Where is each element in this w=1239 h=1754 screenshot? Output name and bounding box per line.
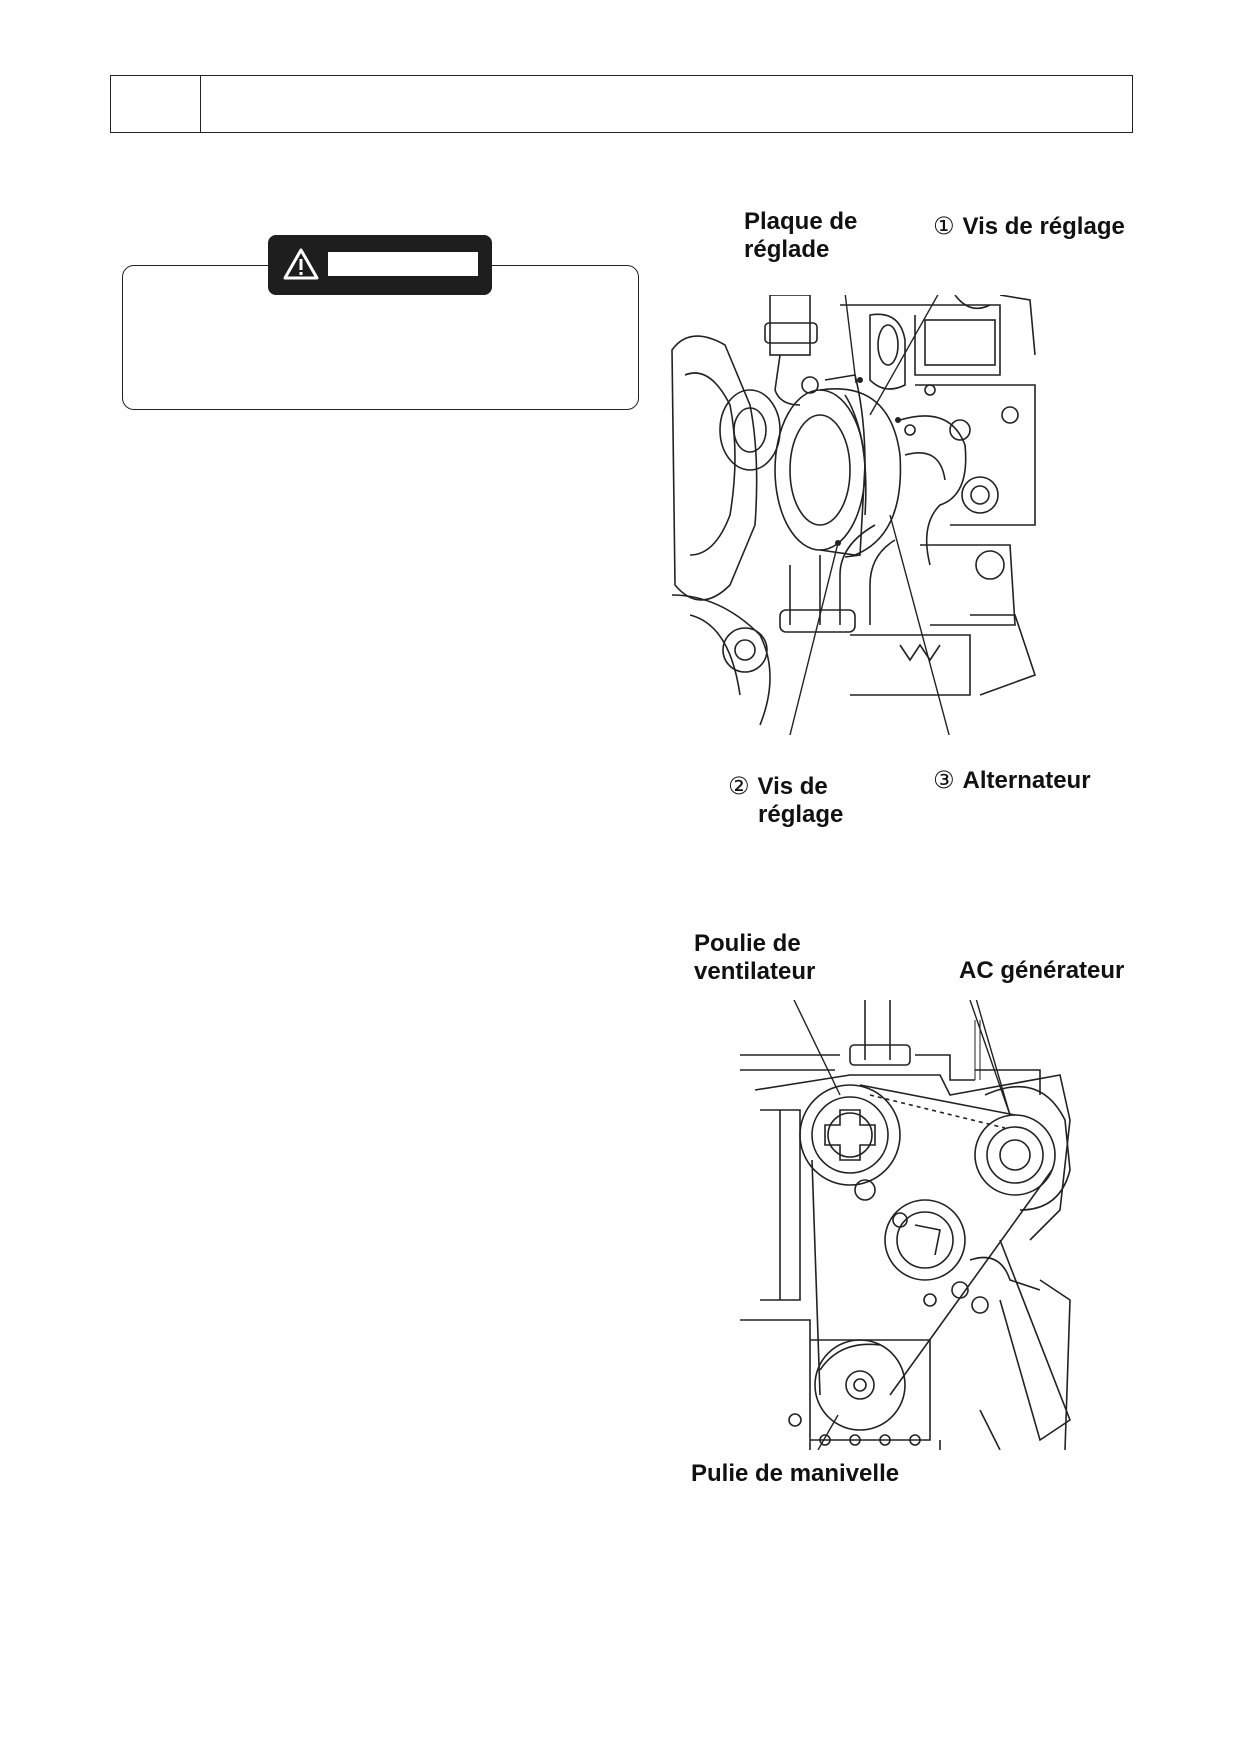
label-poulie-line2: ventilateur bbox=[694, 958, 816, 985]
label-alternateur: ③ Alternateur bbox=[933, 766, 1091, 795]
label-poulie-line1: Poulie de bbox=[694, 930, 801, 957]
label-vis1-text: Vis de réglage bbox=[962, 213, 1125, 240]
warning-label-field bbox=[328, 252, 478, 276]
belt-drive-illustration bbox=[740, 1000, 1071, 1450]
callout-number-1: ① bbox=[933, 212, 955, 240]
label-plaque-de-reglade: Plaque de réglade bbox=[744, 208, 857, 264]
header-section-cell bbox=[111, 76, 201, 132]
label-alt-text: Alternateur bbox=[962, 767, 1091, 794]
label-pulie-de-manivelle: Pulie de manivelle bbox=[691, 1460, 900, 1487]
label-ac-generateur: AC générateur bbox=[959, 957, 1125, 984]
label-vis-de-reglage-2: ② Vis de réglage bbox=[728, 772, 843, 829]
label-plaque-line2: réglade bbox=[744, 236, 830, 263]
warning-triangle-icon bbox=[283, 248, 319, 280]
label-vis2-line1: Vis de bbox=[757, 773, 828, 800]
warning-badge bbox=[268, 235, 492, 295]
alternator-illustration bbox=[671, 295, 1037, 735]
label-plaque-line1: Plaque de bbox=[744, 208, 858, 235]
callout-number-2: ② bbox=[728, 772, 750, 800]
label-vis2-line2: réglage bbox=[758, 801, 844, 828]
header-frame bbox=[110, 75, 1133, 133]
label-vis-de-reglage-1: ① Vis de réglage bbox=[933, 212, 1125, 241]
callout-number-3: ③ bbox=[933, 766, 955, 794]
label-poulie-de-ventilateur: Poulie de ventilateur bbox=[694, 930, 815, 986]
